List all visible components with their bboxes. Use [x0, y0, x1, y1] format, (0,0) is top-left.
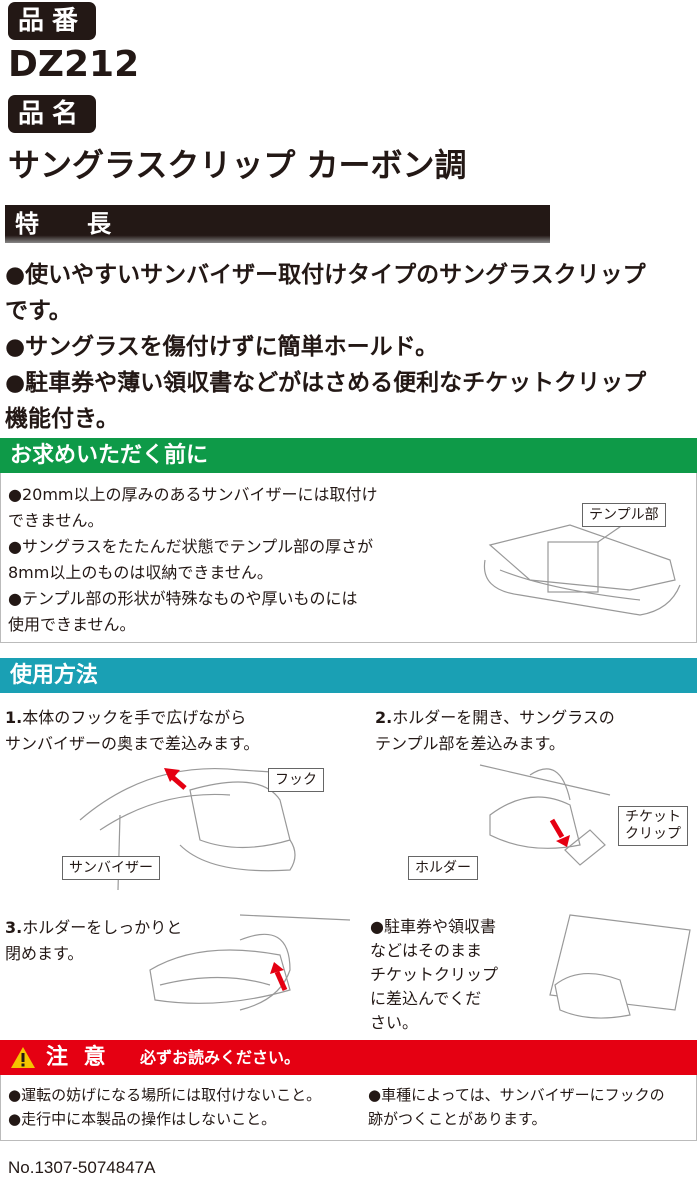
feature-line: ●サングラスを傷付けずに簡単ホールド。	[5, 334, 439, 360]
feature-line: です。	[5, 298, 72, 324]
step-2: 2.ホルダーを開き、サングラスの テンプル部を差込みます。	[375, 705, 615, 757]
caution-heading: 注 意 必ずお読みください。	[0, 1040, 697, 1075]
note-line: ●20mm以上の厚みのあるサンバイザーには取付け	[8, 485, 378, 504]
usage-heading: 使用方法	[0, 658, 697, 693]
temple-callout: テンプル部	[582, 503, 666, 527]
note-line: 8mm以上のものは収納できません。	[8, 563, 273, 582]
step-3: 3.ホルダーをしっかりと 閉めます。	[5, 915, 182, 967]
caution-title: 注 意	[46, 1045, 110, 1070]
feature-line: ●駐車券や薄い領収書などがはさめる便利なチケットクリップ	[5, 370, 647, 396]
step-text: サンバイザーの奥まで差込みます。	[5, 734, 260, 753]
sunglasses-clip-illustration	[483, 519, 681, 616]
features-list: ●使いやすいサンバイザー取付けタイプのサングラスクリップ です。 ●サングラスを…	[5, 257, 646, 437]
hook-callout: フック	[268, 768, 324, 792]
caution-line: ●車種によっては、サンバイザーにフックの	[368, 1086, 665, 1104]
feature-line: ●使いやすいサンバイザー取付けタイプのサングラスクリップ	[5, 262, 646, 288]
step-1-illustration	[79, 767, 321, 890]
note-line: に差込んでくだ	[370, 989, 482, 1008]
caution-line: ●運転の妨げになる場所には取付けないこと。	[8, 1086, 322, 1104]
caution-line: ●走行中に本製品の操作はしないこと。	[8, 1110, 277, 1128]
ticket-illustration	[549, 914, 691, 1019]
caution-left: ●運転の妨げになる場所には取付けないこと。 ●走行中に本製品の操作はしないこと。	[8, 1083, 321, 1131]
step-number: 2.	[375, 708, 393, 727]
note-line: チケットクリップ	[370, 965, 499, 984]
step-number: 3.	[5, 918, 23, 937]
product-name-label: 品名	[8, 95, 96, 133]
note-line: などはそのまま	[370, 941, 483, 960]
step-text: ホルダーをしっかりと	[22, 918, 183, 937]
product-code: DZ212	[8, 44, 140, 85]
step-text: テンプル部を差込みます。	[375, 734, 565, 753]
document-number: No.1307-5074847A	[8, 1158, 156, 1177]
callout-line: クリップ	[625, 826, 681, 842]
step-text: ホルダーを開き、サングラスの	[392, 708, 615, 727]
caution-right: ●車種によっては、サンバイザーにフックの 跡がつくことがあります。	[368, 1083, 665, 1131]
step-text: 閉めます。	[5, 944, 84, 963]
sun-visor-callout: サンバイザー	[62, 856, 160, 880]
product-name: サングラスクリップ カーボン調	[8, 146, 467, 184]
step-3-illustration	[149, 914, 351, 1011]
before-purchase-list: ●20mm以上の厚みのあるサンバイザーには取付け できません。 ●サングラスをた…	[8, 482, 378, 638]
caution-subtitle: 必ずお読みください。	[140, 1048, 301, 1067]
note-line: ●サングラスをたたんだ状態でテンプル部の厚さが	[8, 537, 374, 556]
ticket-note: ●駐車券や領収書 などはそのまま チケットクリップ に差込んでくだ さい。	[370, 915, 498, 1035]
features-heading: 特 長	[5, 205, 550, 243]
step-number: 1.	[5, 708, 23, 727]
step-2-illustration	[479, 764, 611, 866]
ticket-clip-callout: チケットクリップ	[618, 806, 688, 846]
note-line: ●テンプル部の形状が特殊なものや厚いものには	[8, 589, 358, 608]
feature-line: 機能付き。	[5, 406, 119, 432]
caution-line: 跡がつくことがあります。	[368, 1110, 547, 1128]
note-line: できません。	[8, 511, 104, 530]
note-line: 使用できません。	[8, 615, 136, 634]
step-text: 本体のフックを手で広げながら	[22, 708, 247, 727]
before-purchase-heading: お求めいただく前に	[0, 438, 697, 473]
step-1: 1.本体のフックを手で広げながら サンバイザーの奥まで差込みます。	[5, 705, 259, 757]
holder-callout: ホルダー	[408, 856, 478, 880]
callout-line: チケット	[625, 809, 681, 825]
note-line: さい。	[370, 1013, 419, 1032]
product-code-label: 品番	[8, 2, 96, 40]
note-line: ●駐車券や領収書	[370, 917, 496, 936]
warning-icon	[11, 1047, 35, 1068]
